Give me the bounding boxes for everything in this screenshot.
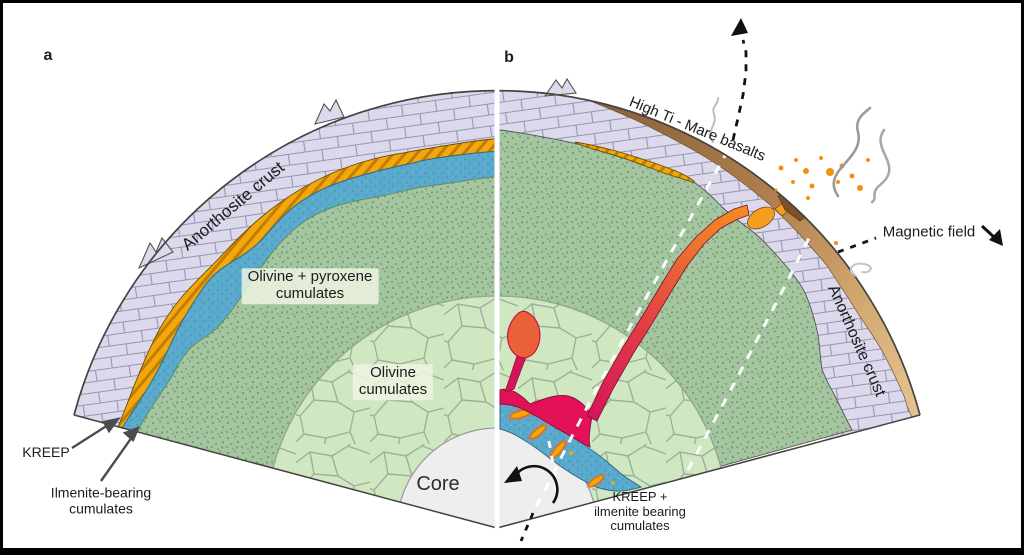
kreep-label: KREEP [22, 444, 70, 461]
dike-sill-bulge [747, 206, 775, 230]
kreep-ilmenite-line1: KREEP + [612, 489, 668, 505]
crust-layer-a [74, 90, 495, 440]
panel-b [499, 90, 920, 529]
magma-dike [586, 204, 750, 422]
magma-pool [499, 388, 593, 448]
magnetic-field-line-right-icon [837, 224, 1003, 254]
kreep-ilmenite-line3: cumulates [610, 518, 670, 534]
ilmenite-bearing-label: Ilmenite-bearing cumulates [51, 485, 151, 516]
ilmenite-line2: cumulates [69, 500, 133, 516]
panel-a [74, 90, 495, 529]
kreep-remnant-b [574, 141, 695, 183]
magnetic-field-line-bottom-icon [519, 512, 535, 542]
ilmenite-layer-a-edge [121, 150, 495, 429]
gas-plume-squiggles [709, 97, 891, 277]
annotation-arrows [71, 417, 141, 482]
olivine-pyroxene-layer-a-edge [136, 175, 495, 433]
magnetic-field-line-top-icon [731, 18, 748, 141]
ilmenite-line1: Ilmenite-bearing [50, 484, 152, 501]
olivine-pyroxene-line2: cumulates [275, 285, 345, 302]
olivine-cumulates-label: Olivine cumulates [352, 364, 434, 400]
kreep-ilmenite-label: KREEP + ilmenite bearing cumulates [594, 490, 686, 534]
magnetic-field-label: Magnetic field [882, 223, 976, 241]
panel-b-letter: b [504, 49, 514, 67]
olivine-pyroxene-line1: Olivine + pyroxene [247, 268, 373, 286]
eruption-spatter-dots [774, 156, 870, 245]
olivine-pyroxene-label: Olivine + pyroxene cumulates [241, 268, 379, 304]
core-rotation-arrow-icon [504, 464, 559, 504]
panel-divider [494, 84, 500, 534]
olivine-line2: cumulates [358, 381, 428, 398]
plume-head [507, 310, 541, 359]
crust-layer-b [499, 90, 920, 440]
field-lines-white [527, 149, 814, 520]
olivine-line1: Olivine [370, 364, 416, 382]
kreep-ilmenite-line2: ilmenite bearing [594, 503, 686, 519]
panel-a-letter: a [43, 47, 53, 65]
core-label: Core [416, 472, 460, 495]
